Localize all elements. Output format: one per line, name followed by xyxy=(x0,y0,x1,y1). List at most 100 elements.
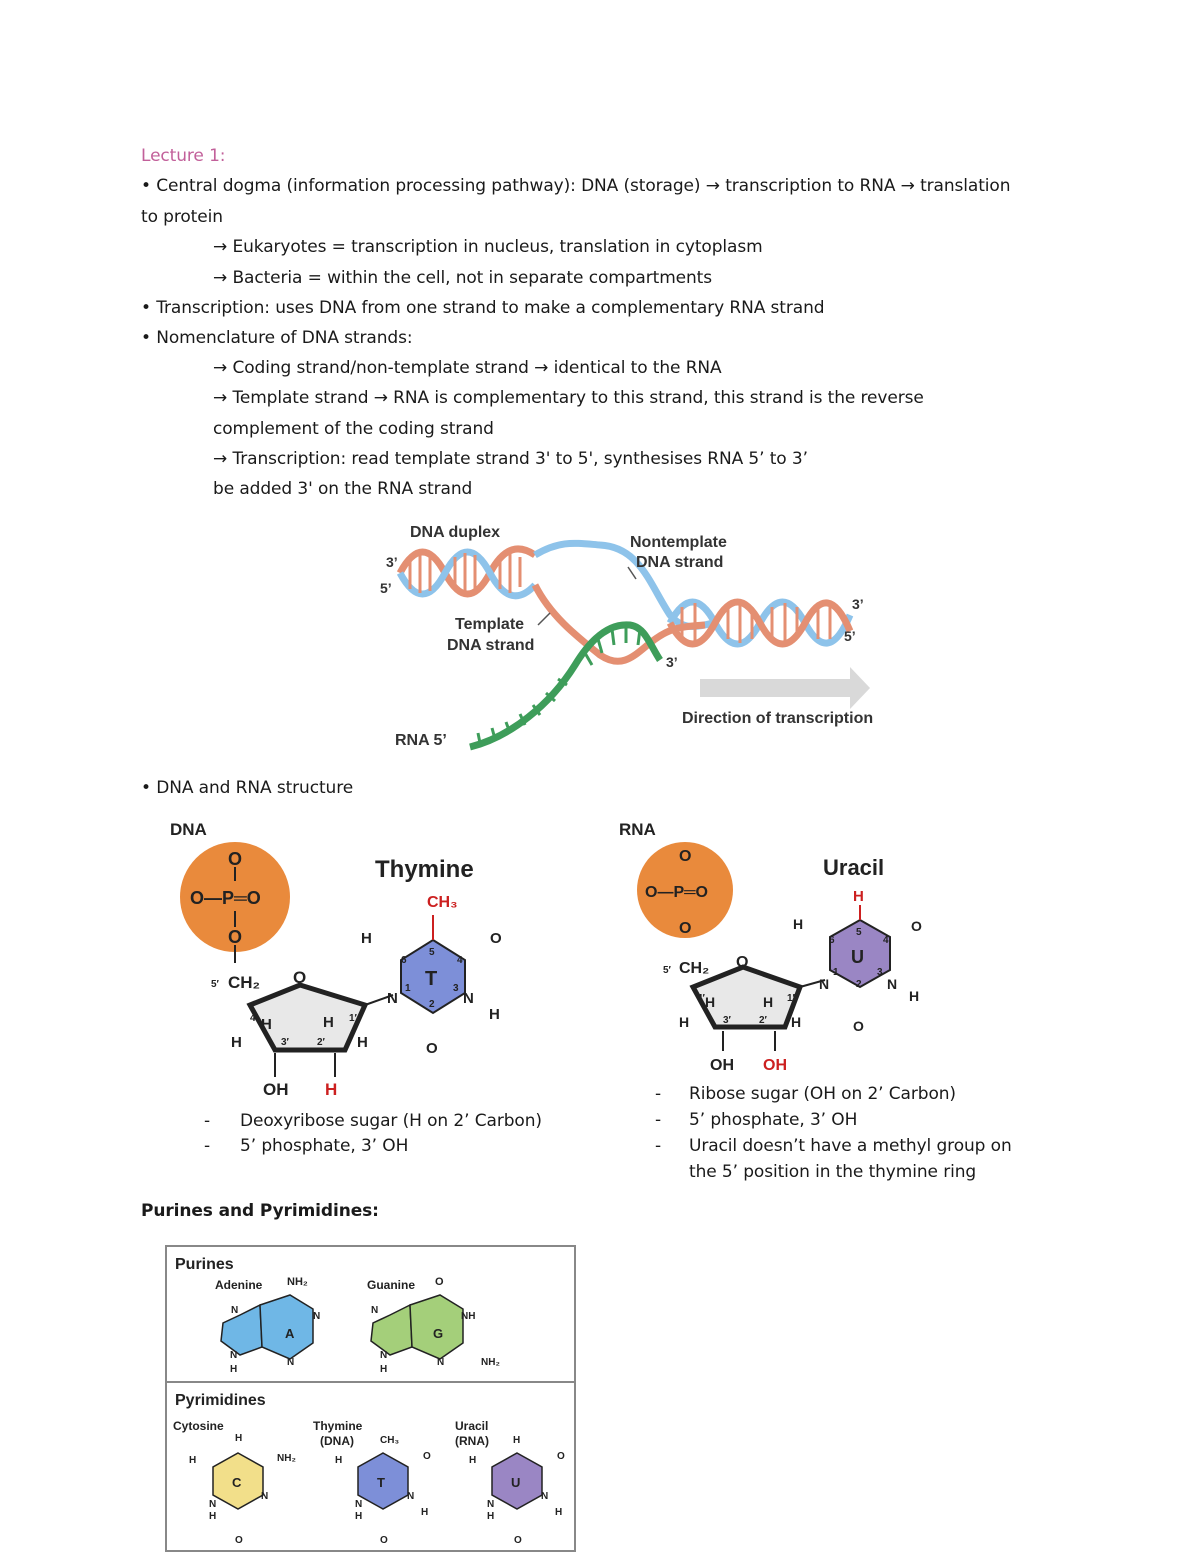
template-strand-line-cont: complement of the coding strand xyxy=(213,419,494,439)
cytosine-ring xyxy=(212,1452,264,1510)
dna-note-dash-2: - xyxy=(204,1136,211,1156)
svg-text:O—P═O: O—P═O xyxy=(190,888,261,908)
svg-text:O: O xyxy=(426,1040,438,1057)
transcription-line: • Transcription: uses DNA from one stran… xyxy=(141,298,825,318)
svg-text:H: H xyxy=(231,1034,242,1051)
svg-text:H: H xyxy=(361,930,372,947)
uracil-red-h: H xyxy=(853,888,864,905)
svg-text:2′: 2′ xyxy=(759,1015,768,1026)
dna-label: DNA xyxy=(170,820,207,839)
rna-strand xyxy=(469,621,663,751)
svg-text:2: 2 xyxy=(856,979,862,990)
svg-text:N: N xyxy=(380,1350,387,1361)
phosphate-circle xyxy=(180,842,290,952)
svg-text:H: H xyxy=(793,916,803,932)
svg-text:O: O xyxy=(514,1535,522,1546)
svg-text:O: O xyxy=(293,968,306,987)
svg-text:H: H xyxy=(335,1455,342,1466)
svg-text:H: H xyxy=(469,1455,476,1466)
svg-text:5: 5 xyxy=(856,927,862,938)
svg-text:N: N xyxy=(541,1491,548,1502)
svg-text:4′: 4′ xyxy=(250,1013,259,1024)
svg-text:O: O xyxy=(380,1535,388,1546)
svg-text:5′: 5′ xyxy=(211,979,220,990)
right-3-label: 3’ xyxy=(852,596,864,612)
svg-text:O: O xyxy=(490,930,502,947)
svg-text:N: N xyxy=(230,1350,237,1361)
svg-text:N: N xyxy=(209,1499,216,1510)
svg-text:NH₂: NH₂ xyxy=(277,1453,296,1464)
adenine-letter: A xyxy=(285,1326,295,1341)
rna-3-oh: OH xyxy=(710,1057,734,1074)
added-3-line: be added 3' on the RNA strand xyxy=(213,479,473,499)
svg-text:O—P═O: O—P═O xyxy=(645,884,708,901)
right-5-label: 5’ xyxy=(844,628,856,644)
bases-table: Purines Pyrimidines Adenine NH₂ A N N N … xyxy=(165,1245,576,1552)
cytosine-letter: C xyxy=(232,1475,242,1490)
template-label-2: DNA strand xyxy=(447,637,534,654)
svg-text:3: 3 xyxy=(877,967,883,978)
template-label-1: Template xyxy=(455,616,524,633)
svg-text:O: O xyxy=(423,1451,431,1462)
bases-heading: Purines and Pyrimidines: xyxy=(141,1201,379,1221)
coding-strand-line: → Coding strand/non-template strand → id… xyxy=(213,358,722,378)
dna-note-dash-1: - xyxy=(204,1111,211,1131)
rna-2-oh: OH xyxy=(763,1057,787,1074)
svg-text:N: N xyxy=(887,976,897,992)
direction-arrow xyxy=(700,667,870,709)
svg-text:H: H xyxy=(230,1364,237,1375)
pyrimidines-title: Pyrimidines xyxy=(175,1392,266,1409)
svg-text:O: O xyxy=(911,918,922,934)
svg-text:H: H xyxy=(261,1016,272,1033)
rna-note-dash-3: - xyxy=(655,1136,662,1156)
bacteria-line: → Bacteria = within the cell, not in sep… xyxy=(213,268,713,288)
svg-text:3: 3 xyxy=(453,983,459,994)
svg-text:2: 2 xyxy=(429,999,435,1010)
rna-note-4: the 5’ position in the thymine ring xyxy=(689,1162,977,1182)
rna-nucleotide-diagram: RNA O O—P═O O 5′ CH₂ O 4′ 1′ 3′ 2′ H H H… xyxy=(619,820,922,1074)
thymine-title: Thymine xyxy=(375,856,474,883)
svg-text:O: O xyxy=(228,849,242,869)
svg-text:N: N xyxy=(407,1491,414,1502)
rna-note-dash-1: - xyxy=(655,1084,662,1104)
uracil-title: Uracil xyxy=(823,855,884,880)
svg-text:H: H xyxy=(705,994,715,1010)
uracil-table-label-2: (RNA) xyxy=(455,1434,489,1448)
dna-duplex-label: DNA duplex xyxy=(410,524,500,541)
svg-text:NH: NH xyxy=(461,1311,475,1322)
uracil-table-ring xyxy=(491,1452,543,1510)
svg-text:6: 6 xyxy=(829,935,835,946)
svg-text:1′: 1′ xyxy=(787,993,796,1004)
uracil-letter: U xyxy=(851,947,864,967)
svg-text:H: H xyxy=(421,1507,428,1518)
svg-text:O: O xyxy=(235,1535,243,1546)
svg-text:H: H xyxy=(791,1014,801,1030)
svg-text:N: N xyxy=(387,990,398,1007)
cytosine-label: Cytosine xyxy=(173,1419,224,1433)
svg-text:O: O xyxy=(557,1451,565,1462)
central-dogma-line-cont: to protein xyxy=(141,207,223,227)
svg-text:4: 4 xyxy=(883,935,889,946)
thymine-table-label-2: (DNA) xyxy=(320,1434,354,1448)
svg-text:N: N xyxy=(231,1305,238,1316)
svg-text:H: H xyxy=(357,1034,368,1051)
svg-text:N: N xyxy=(355,1499,362,1510)
rna-phosphate-circle xyxy=(637,842,733,938)
adenine-hexagon xyxy=(259,1294,314,1360)
svg-text:O: O xyxy=(679,848,691,865)
svg-text:CH₃: CH₃ xyxy=(380,1435,399,1446)
svg-text:1: 1 xyxy=(405,983,411,994)
rna-note-dash-2: - xyxy=(655,1110,662,1130)
rna-note-3: Uracil doesn’t have a methyl group on xyxy=(689,1136,1012,1156)
eukaryotes-line: → Eukaryotes = transcription in nucleus,… xyxy=(213,237,763,257)
thymine-ring xyxy=(400,938,466,1015)
svg-text:H: H xyxy=(355,1511,362,1522)
svg-text:N: N xyxy=(437,1357,444,1368)
nontemplate-label-2: DNA strand xyxy=(636,554,723,571)
svg-text:3′: 3′ xyxy=(281,1037,290,1048)
thymine-table-ring xyxy=(357,1452,409,1510)
svg-text:CH₂: CH₂ xyxy=(228,973,260,992)
ribose-ring xyxy=(689,964,804,1030)
svg-text:H: H xyxy=(555,1507,562,1518)
svg-text:4: 4 xyxy=(457,955,463,966)
